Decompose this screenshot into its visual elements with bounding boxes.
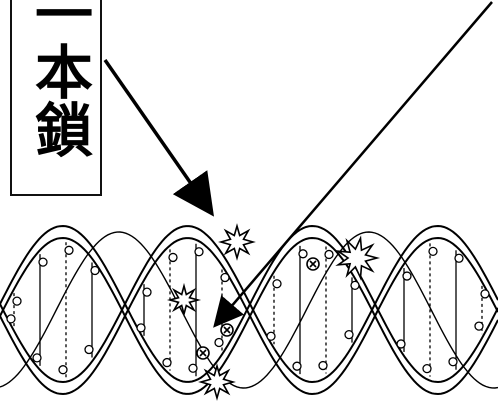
base-circle (85, 346, 93, 354)
base-circle (169, 253, 177, 261)
base-circle (195, 248, 203, 256)
base-circle (189, 364, 197, 372)
base-circle (345, 331, 353, 339)
helix-strand (0, 226, 498, 382)
base-circle (449, 358, 457, 366)
base-circle (475, 322, 483, 330)
base-circle (325, 250, 333, 258)
base-circle (423, 365, 431, 373)
base-circle (215, 338, 223, 346)
base-circle (267, 332, 275, 340)
base-circle (293, 362, 301, 370)
damage-starburst (221, 226, 253, 258)
base-circle (7, 315, 15, 323)
base-circle (143, 288, 151, 296)
base-circle (397, 340, 405, 348)
base-circle (33, 354, 41, 362)
base-circle (351, 281, 359, 289)
base-circle (429, 247, 437, 255)
base-circle (319, 362, 327, 370)
damage-starburst (201, 366, 233, 398)
base-circle (221, 274, 229, 282)
arrow-from-label (105, 60, 208, 208)
damage-starburst (170, 286, 198, 314)
base-circle (65, 246, 73, 254)
base-circle (481, 290, 489, 298)
base-circle (299, 250, 307, 258)
base-circle (13, 297, 21, 305)
base-circle (59, 366, 67, 374)
base-circle (163, 359, 171, 367)
helix-strand (0, 232, 498, 388)
base-circle (455, 254, 463, 262)
base-circle (91, 266, 99, 274)
base-circle (403, 272, 411, 280)
damage-starburst (338, 238, 377, 277)
base-circle (39, 258, 47, 266)
arrow-from-top-right (218, 2, 492, 322)
base-circle (273, 280, 281, 288)
base-circle (137, 324, 145, 332)
